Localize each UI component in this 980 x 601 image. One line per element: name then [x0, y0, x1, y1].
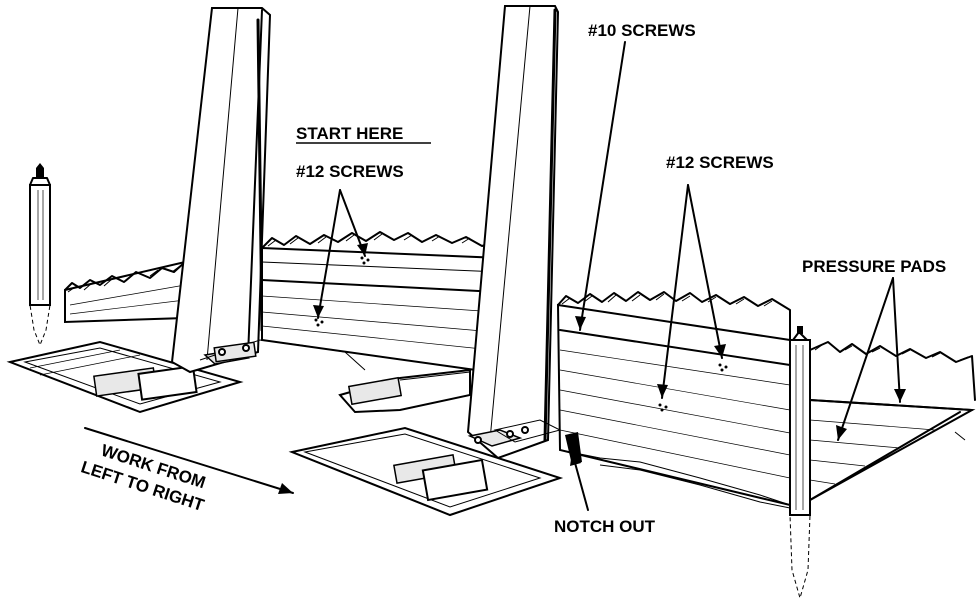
- label-pressure-pads: PRESSURE PADS: [802, 257, 946, 276]
- label-10-screws: #10 SCREWS: [588, 21, 696, 40]
- label-start-here: START HERE: [296, 124, 403, 143]
- center-wall: [261, 231, 502, 374]
- left-stake: [29, 163, 51, 347]
- center-pylon: [466, 5, 560, 460]
- label-12-screws-right: #12 SCREWS: [666, 153, 774, 172]
- right-wall: [556, 291, 791, 507]
- left-pylon: [170, 7, 272, 374]
- label-12-screws-left: #12 SCREWS: [296, 162, 404, 181]
- right-stake: [789, 326, 811, 600]
- label-work-direction: WORK FROM LEFT TO RIGHT: [79, 441, 208, 515]
- center-floor-plate: [288, 419, 564, 517]
- callout-lines: [84, 41, 906, 511]
- left-floor-plate: [6, 340, 244, 414]
- left-back-wall: [64, 260, 186, 324]
- center-floor-piece: [338, 368, 471, 414]
- right-floor: [809, 341, 976, 502]
- ground-line: [599, 464, 791, 509]
- label-notch-out: NOTCH OUT: [554, 517, 656, 536]
- center-floor-edge: [199, 339, 366, 371]
